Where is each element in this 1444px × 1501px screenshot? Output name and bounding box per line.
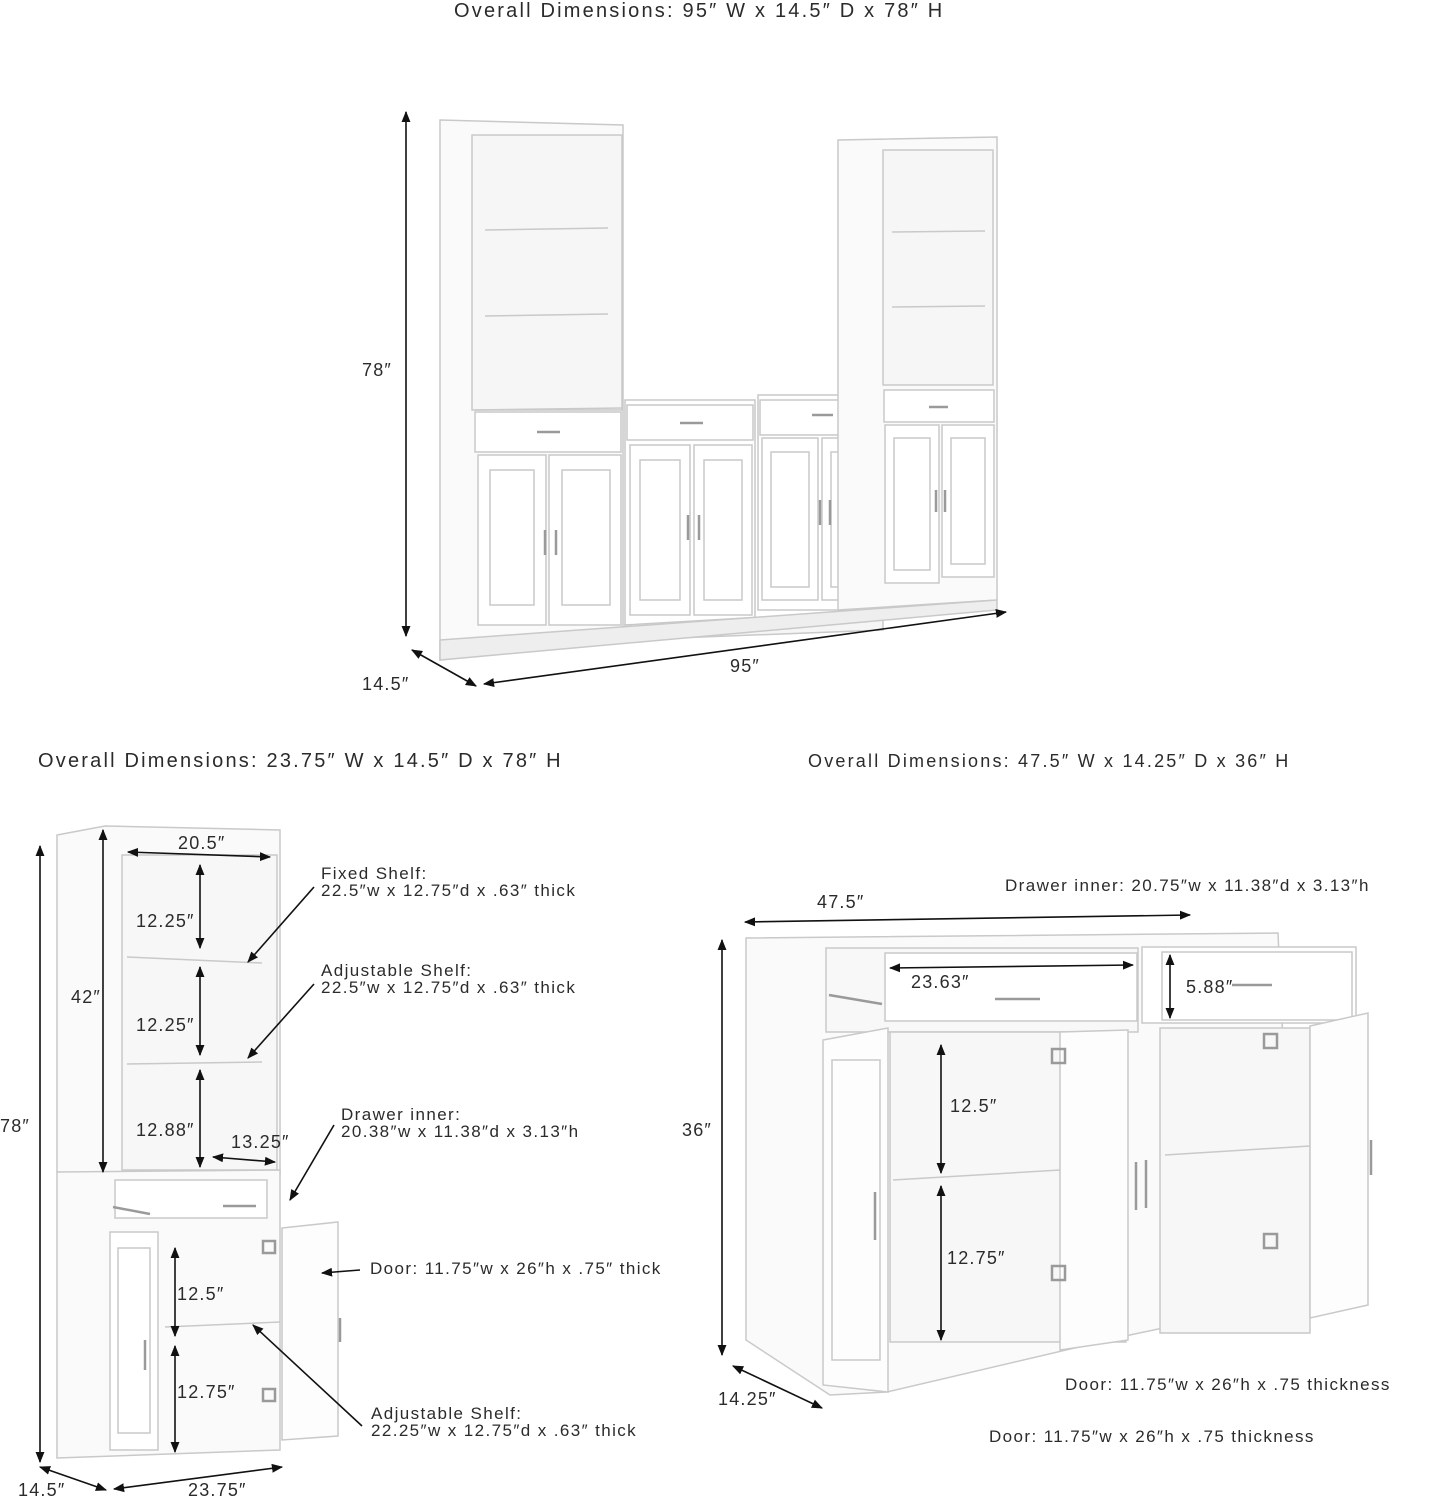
top-width-label: 95″ (730, 656, 760, 676)
single-tower-illustration (56, 825, 342, 1459)
tower-upper-height-label: 42″ (71, 987, 101, 1007)
tower-inner-depth-label: 13.25″ (231, 1132, 290, 1152)
tower-adjustable-shelf-2-label: Adjustable Shelf: (371, 1404, 523, 1423)
base-cabinet-illustration (745, 932, 1373, 1396)
tower-cab-gap-2-label: 12.75″ (177, 1382, 236, 1402)
tower-adjustable-shelf-2-dims: 22.25″w x 12.75″d x .63″ thick (371, 1421, 638, 1440)
cabinet-door-2-label: Door: 11.75″w x 26″h x .75 thickness (989, 1427, 1315, 1446)
base-cabinet-dimension-lines (717, 910, 1192, 1409)
tower-dimension-lines (35, 828, 363, 1493)
top-overall-dimensions-title: Overall Dimensions: 95″ W x 14.5″ D x 78… (454, 0, 945, 22)
cabinet-drawer-inner-label: Drawer inner: 20.75″w x 11.38″d x 3.13″h (1005, 876, 1370, 895)
cabinet-width-label: 47.5″ (817, 892, 865, 912)
adjustable-shelf-dims: 22.5″w x 12.75″d x .63″ thick (321, 978, 577, 997)
cabinet-gap-1-label: 12.5″ (950, 1096, 998, 1116)
cabinet-gap-2-label: 12.75″ (947, 1248, 1006, 1268)
adjustable-shelf-label: Adjustable Shelf: (321, 961, 473, 980)
top-height-label: 78″ (362, 360, 392, 380)
tower-height-label: 78″ (0, 1116, 30, 1136)
cabinet-depth-label: 14.25″ (718, 1389, 777, 1409)
tower-cab-gap-1-label: 12.5″ (177, 1284, 225, 1304)
top-depth-label: 14.5″ (362, 674, 410, 694)
tower-shelf-gap-2-label: 12.25″ (136, 1015, 195, 1035)
tower-shelf-gap-3-label: 12.88″ (136, 1120, 195, 1140)
cabinet-overall-dimensions-title: Overall Dimensions: 47.5″ W x 14.25″ D x… (808, 751, 1291, 771)
full-wall-unit-illustration (439, 119, 998, 661)
tower-depth-label: 14.5″ (18, 1480, 66, 1500)
tower-shelf-gap-1-label: 12.25″ (136, 911, 195, 931)
tower-inner-width-label: 20.5″ (178, 833, 226, 853)
tower-width-label: 23.75″ (188, 1480, 247, 1500)
cabinet-drawer-width-label: 23.63″ (911, 972, 970, 992)
tower-overall-dimensions-title: Overall Dimensions: 23.75″ W x 14.5″ D x… (38, 750, 563, 772)
tower-door-label: Door: 11.75″w x 26″h x .75″ thick (370, 1259, 662, 1278)
fixed-shelf-label: Fixed Shelf: (321, 864, 428, 883)
cabinet-drawer-height-label: 5.88″ (1186, 977, 1234, 997)
cabinet-door-1-label: Door: 11.75″w x 26″h x .75 thickness (1065, 1375, 1391, 1394)
cabinet-height-label: 36″ (682, 1120, 712, 1140)
top-dimension-lines (401, 110, 1008, 688)
tower-drawer-inner-dims: 20.38″w x 11.38″d x 3.13″h (341, 1122, 580, 1141)
tower-drawer-inner-label: Drawer inner: (341, 1105, 462, 1124)
fixed-shelf-dims: 22.5″w x 12.75″d x .63″ thick (321, 881, 577, 900)
